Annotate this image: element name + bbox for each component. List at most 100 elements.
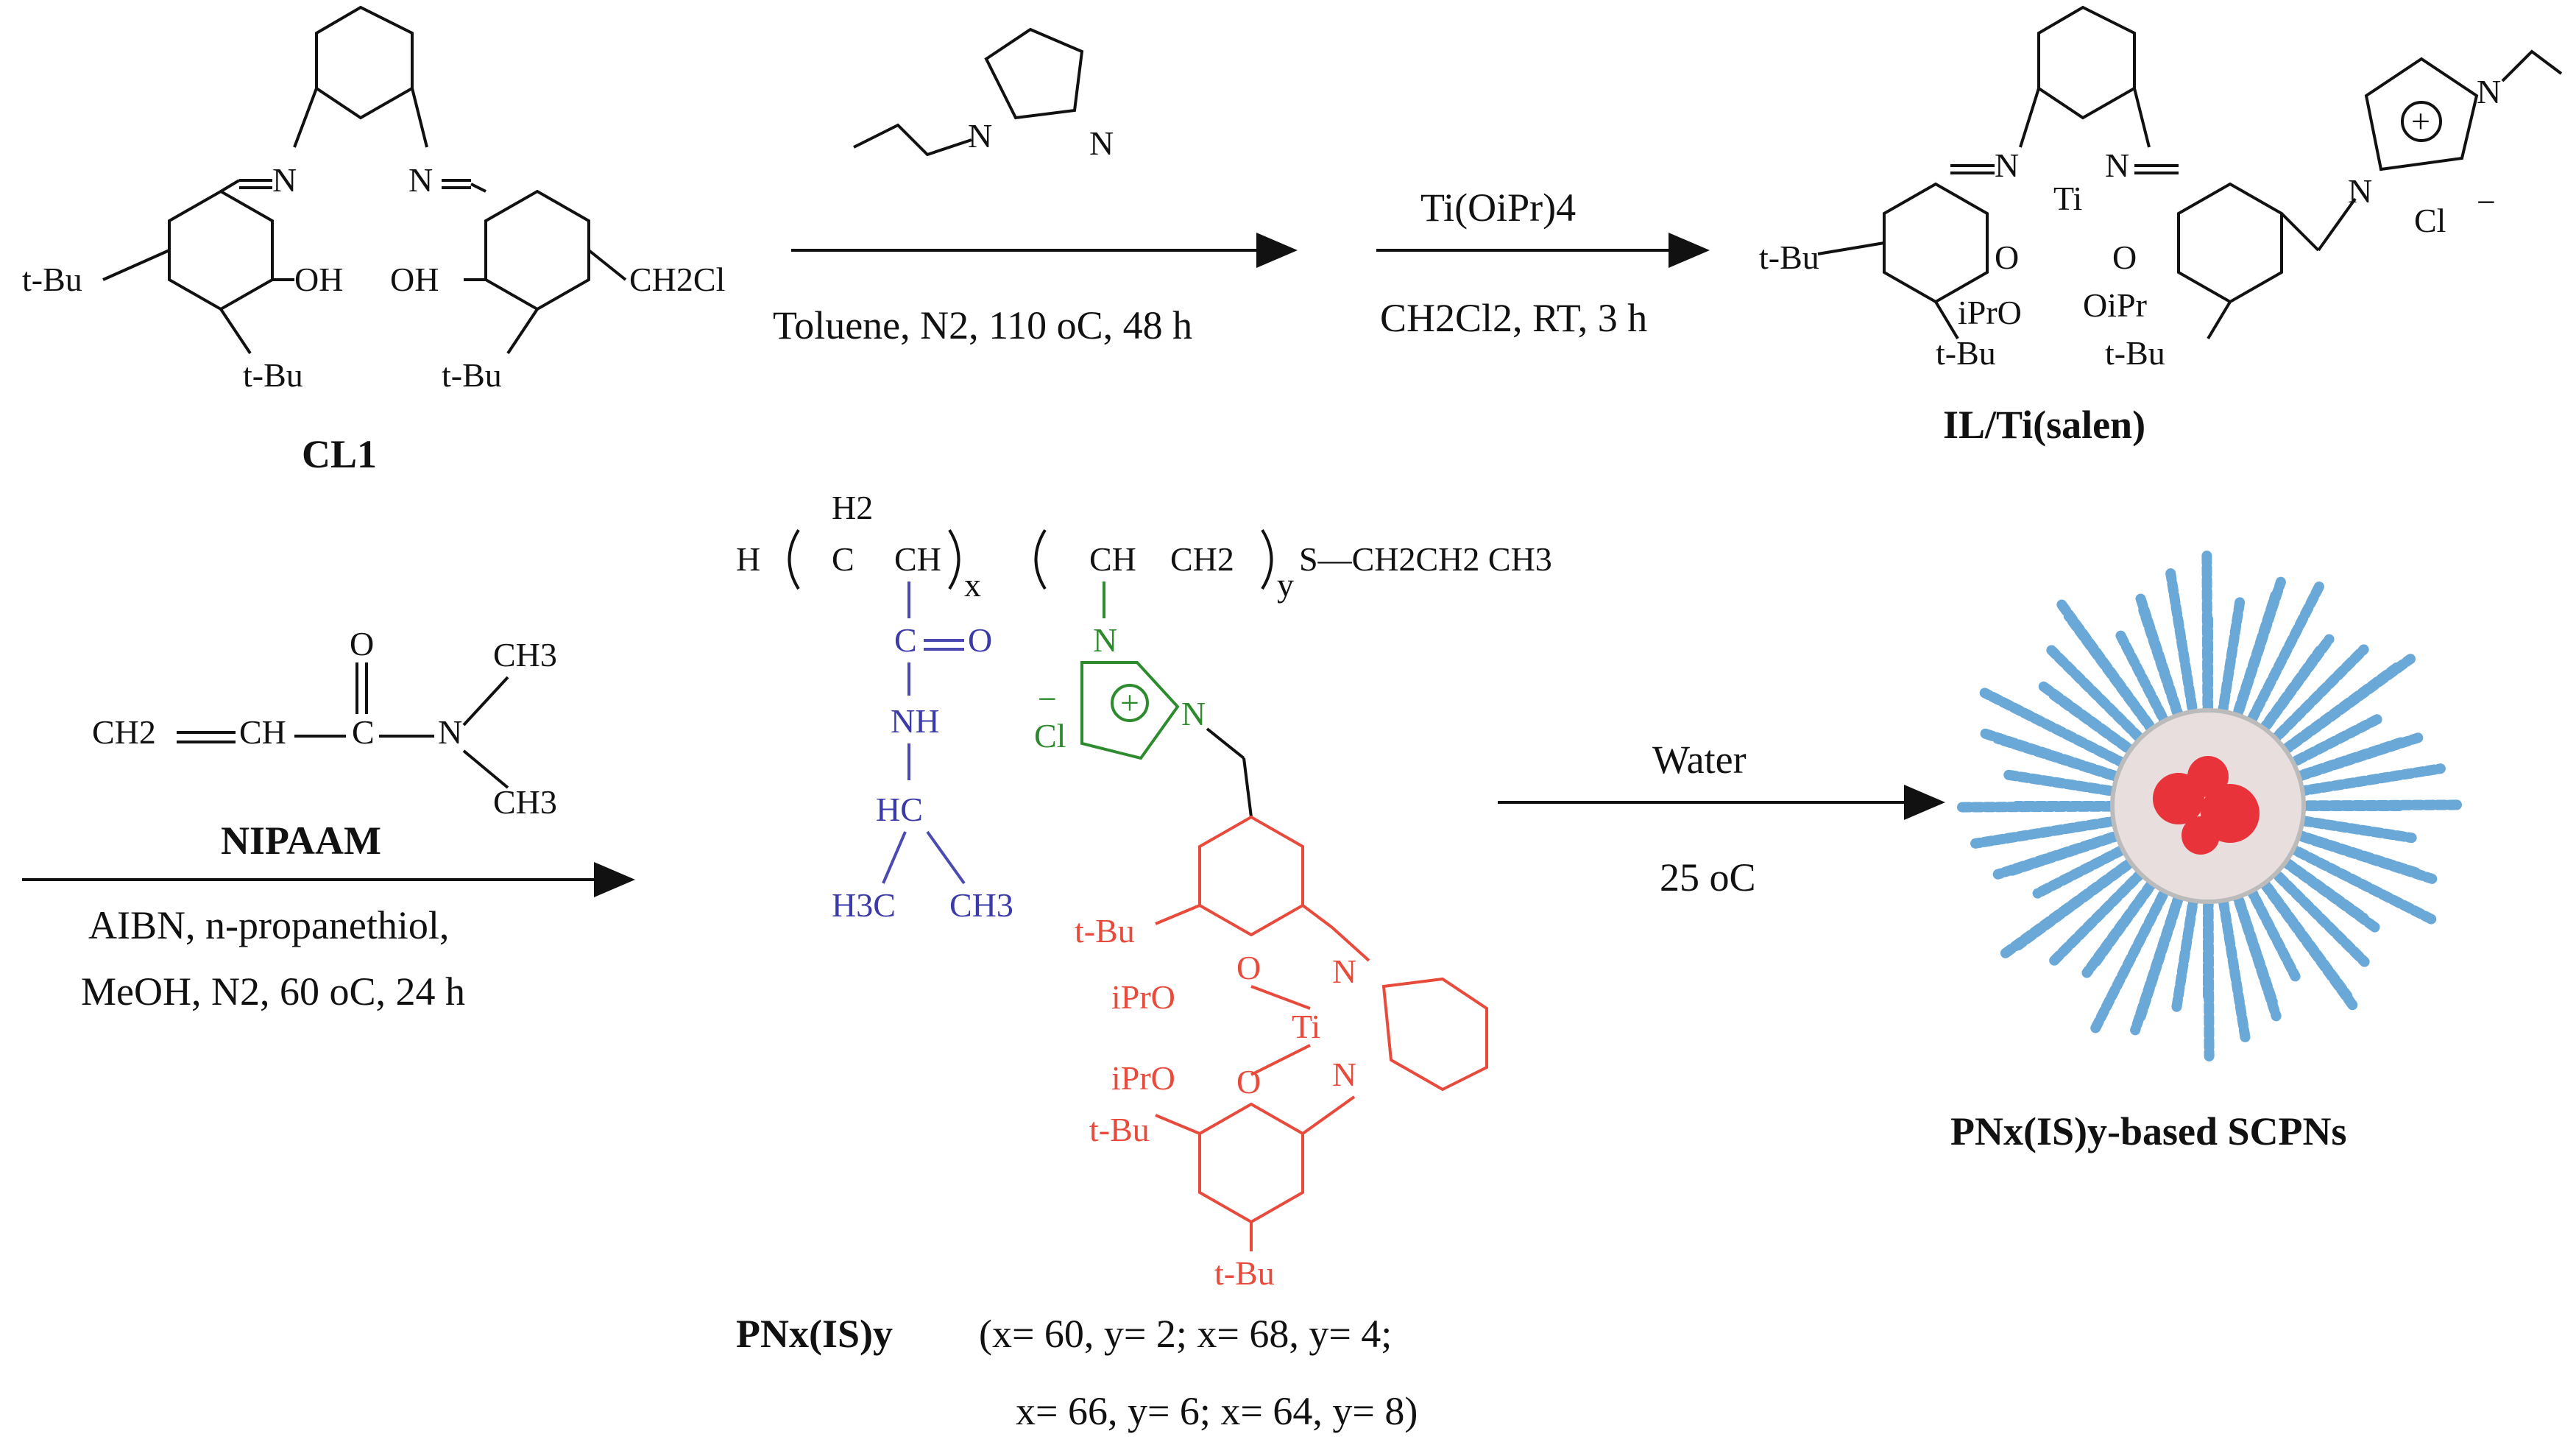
step4-solvent: Water <box>1652 738 1747 782</box>
poly-x: x <box>964 566 981 604</box>
polymer-arm <box>2287 828 2438 884</box>
step2: Ti(OiPr)4 CH2Cl2, RT, 3 h <box>1376 185 1710 340</box>
catalyst-site <box>2182 816 2220 855</box>
step1: N N Toluene, N2, 110 oC, 48 h <box>773 27 1298 347</box>
poly-ti: Ti <box>1292 1008 1320 1045</box>
cl1-ch2cl: CH2Cl <box>629 261 725 298</box>
poly-s-chain: S—CH2CH2 CH3 <box>1299 540 1552 578</box>
pnxisy-label: PNx(IS)y <box>736 1312 893 1356</box>
cl1-label: CL1 <box>302 432 377 476</box>
poly-tbu-1: t-Bu <box>1075 912 1135 950</box>
vinyl-group <box>853 123 972 157</box>
poly-ch-2: CH <box>1089 540 1136 578</box>
polymer-arm <box>2130 877 2189 1036</box>
il-right-ring <box>2177 182 2283 304</box>
poly-cl-minus: − <box>1038 680 1057 718</box>
poly-n-top: N <box>1332 953 1356 990</box>
poly-ti-cyclohexane <box>1381 977 1488 1092</box>
polymer-arm <box>2268 654 2416 764</box>
polymer-arm <box>2273 732 2424 789</box>
nipaam-ch3-top: CH3 <box>493 636 557 674</box>
poly-ti-ring-top <box>1198 815 1304 937</box>
cyclohexane-ring <box>315 5 414 120</box>
poly-im-n2: N <box>1181 695 1206 732</box>
polymer-arm <box>2268 848 2380 933</box>
il-vinyl <box>2501 49 2563 82</box>
cl1-structure: N N t-Bu OH t-Bu OH t-Bu CH2Cl CL1 <box>22 5 725 476</box>
poly-h-end: H <box>736 540 760 578</box>
poly-ipro-2: iPrO <box>1111 1059 1175 1097</box>
step2-reagent: Ti(OiPr)4 <box>1420 185 1576 230</box>
poly-h2: H2 <box>832 489 873 526</box>
nipaam-ch2: CH2 <box>92 713 156 751</box>
polymer-arm <box>2281 713 2384 771</box>
scpns-label: PNx(IS)y-based SCPNs <box>1950 1109 2347 1153</box>
polymer-arm <box>1978 728 2143 789</box>
poly-ch3: CH3 <box>949 886 1013 924</box>
polymer-arm <box>2134 590 2189 735</box>
vinylimidazole-ring <box>984 27 1084 120</box>
polymer-arm <box>1999 768 2126 798</box>
il-left-ring <box>1883 182 1989 304</box>
poly-hc: HC <box>876 791 923 828</box>
poly-o-top: O <box>1236 949 1261 986</box>
il-im-n: N <box>2348 172 2372 210</box>
poly-h3c: H3C <box>832 886 896 924</box>
step3: CH2 CH C O N CH3 CH3 NIPAAM AIBN, n-prop… <box>22 625 635 1014</box>
nipaam-ch: CH <box>239 713 286 751</box>
poly-im-n1: N <box>1093 621 1117 659</box>
polymer-arm <box>2236 577 2326 746</box>
step4-temperature: 25 oC <box>1660 855 1756 900</box>
il-cyclohexane-ring <box>2037 5 2136 120</box>
vinylimidazole-n1: N <box>968 117 992 155</box>
poly-nh: NH <box>891 702 939 740</box>
polymer-arm <box>2282 763 2446 799</box>
il-o-left: O <box>1995 238 2019 276</box>
poly-imidazolium-ring <box>1080 661 1180 760</box>
polymer-arm <box>2214 873 2251 1044</box>
polymer-arm <box>2047 858 2156 968</box>
cl1-n-right: N <box>408 161 433 199</box>
poly-c: C <box>832 540 854 578</box>
polymer-arm <box>2090 880 2173 1035</box>
il-ti-salen-structure: N N Ti t-Bu O iPrO t-Bu O OiPr t-Bu N + … <box>1759 5 2563 447</box>
poly-tbu-3: t-Bu <box>1214 1254 1275 1292</box>
poly-cl: Cl <box>1034 717 1066 754</box>
il-n-left: N <box>1995 146 2019 184</box>
il-cl: Cl <box>2414 202 2446 239</box>
il-tbu-left-ortho: t-Bu <box>1936 334 1996 372</box>
il-tbu-left: t-Bu <box>1759 238 1819 276</box>
il-oipr-right: OiPr <box>2083 286 2147 324</box>
polymer-arm <box>2215 597 2246 732</box>
step4: Water 25 oC <box>1498 738 1945 900</box>
step3-conditions-line1: AIBN, n-propanethiol, <box>88 903 449 947</box>
cl1-oh-left: OH <box>294 261 343 298</box>
poly-ipro-1: iPrO <box>1111 978 1175 1016</box>
poly-o-bottom: O <box>1236 1063 1261 1100</box>
scpn-nanoparticle-illustration <box>1953 551 2463 1061</box>
poly-amide-o: O <box>968 621 992 659</box>
catalyst-site <box>2187 756 2229 797</box>
polymer-arm <box>1979 688 2141 775</box>
polymer-arm <box>2240 872 2301 982</box>
cl1-oh-right: OH <box>390 261 439 298</box>
cl1-tbu-left: t-Bu <box>22 261 82 298</box>
cl1-tbu-right-ortho: t-Bu <box>442 356 502 394</box>
poly-ch2: CH2 <box>1170 540 1234 578</box>
poly-ti-ring-bottom <box>1198 1102 1304 1224</box>
cl1-right-ring <box>484 189 590 311</box>
il-ti-salen-label: IL/Ti(salen) <box>1943 403 2145 447</box>
polymer-arm <box>2046 645 2162 760</box>
polymer-arm <box>2165 568 2199 724</box>
il-im-plus: + <box>2411 102 2430 140</box>
step2-conditions: CH2Cl2, RT, 3 h <box>1380 296 1647 340</box>
pnxisy-structure: H H2 C CH x CH CH2 y S—CH2CH2 CH3 C O NH… <box>736 489 1552 1433</box>
polymer-arm <box>2246 860 2360 1014</box>
step3-conditions-line2: MeOH, N2, 60 oC, 24 h <box>81 969 465 1014</box>
il-imidazolium-ring <box>2364 57 2479 172</box>
polymer-arm <box>2056 598 2162 740</box>
polymer-arm <box>1992 828 2129 880</box>
cl1-left-ring <box>168 189 274 311</box>
